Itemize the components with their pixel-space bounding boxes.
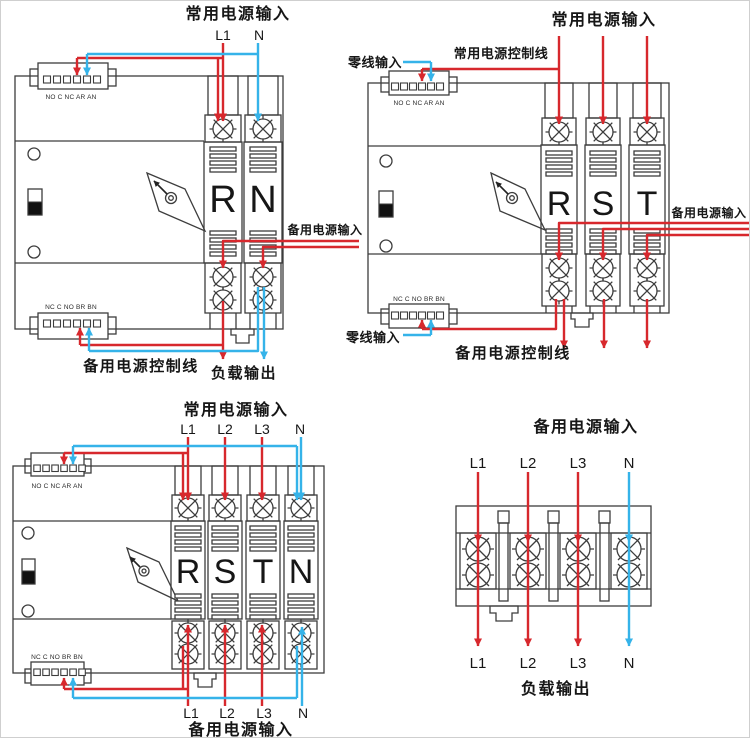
- neutral-wires: [69, 437, 306, 706]
- bottom-connector-pin-labels: NC C NO BR BN: [393, 296, 445, 303]
- wire-label-l3: L3: [254, 421, 270, 437]
- title-backup-power-input: 备用电源输入: [187, 720, 293, 737]
- input-label-l2: L2: [520, 455, 537, 472]
- pole-module-r: R: [540, 82, 578, 307]
- bottom-control-connector: [29, 312, 117, 340]
- backup-label-l3: L3: [256, 705, 272, 721]
- label-backup-power-input: 备用电源输入: [286, 222, 362, 237]
- wire-label-l2: L2: [217, 421, 233, 437]
- input-label-l3: L3: [570, 455, 587, 472]
- top-connector-pin-labels: NO C NC AR AN: [32, 483, 83, 490]
- pole-letter-s: S: [214, 553, 237, 591]
- top-control-connector: [29, 62, 117, 90]
- bottom-connector-pin-labels: NC C NO BR BN: [31, 654, 83, 661]
- title-backup-power-input: 备用电源输入: [532, 417, 638, 436]
- pole-module-r: R: [170, 465, 206, 670]
- toggle-indicator: [378, 190, 394, 218]
- label-load-output: 负载输出: [211, 364, 277, 382]
- label-neutral-input-top: 零线输入: [347, 55, 402, 70]
- label-backup-power-input: 备用电源输入: [670, 205, 746, 220]
- label-load-output: 负载输出: [521, 679, 591, 698]
- pole-letter-t: T: [253, 553, 274, 591]
- output-label-l3: L3: [570, 655, 587, 672]
- title-normal-power-input: 常用电源输入: [551, 10, 656, 29]
- diagram-2pole-ats: 常用电源输入 L1 N NO C NC AR AN R: [14, 4, 362, 382]
- din-rail-clip: [489, 605, 519, 622]
- pole-module-n: N: [243, 75, 283, 315]
- pole-letter-n: N: [249, 179, 276, 221]
- toggle-indicator: [21, 558, 36, 585]
- pole-letter-n: N: [289, 553, 314, 591]
- device-body: [12, 465, 325, 688]
- top-connector-pin-labels: NO C NC AR AN: [46, 94, 97, 101]
- title-normal-power-input: 常用电源输入: [185, 4, 290, 23]
- device-body: [14, 75, 284, 344]
- diagram-3pole-ats: 常用电源输入 零线输入 常用电源控制线 NO C NC AR AN: [345, 10, 749, 362]
- label-normal-control-line: 常用电源控制线: [454, 46, 549, 61]
- bottom-control-connector: [24, 661, 92, 686]
- wire-backup-input-t: [643, 233, 749, 261]
- label-backup-control-line: 备用电源控制线: [82, 357, 199, 375]
- wire-neutral-control: [89, 287, 260, 353]
- bottom-connector-pin-labels: NC C NO BR BN: [45, 304, 97, 311]
- switch-handle-icon: [490, 171, 547, 232]
- top-connector-pin-labels: NO C NC AR AN: [394, 100, 445, 107]
- wire-backup-input-r: [555, 221, 749, 261]
- backup-label-n: N: [298, 705, 308, 721]
- input-label-l1: L1: [470, 455, 487, 472]
- label-neutral-input-bottom: 零线输入: [345, 330, 400, 345]
- toggle-indicator: [27, 188, 43, 216]
- diagram-backup-terminal-block: 备用电源输入 L1 L2 L3 N L1 L2 L3 N 负载输出: [455, 417, 652, 698]
- neutral-wires: [83, 43, 268, 360]
- din-rail-clip: [230, 328, 255, 344]
- title-normal-power-input: 常用电源输入: [183, 400, 288, 419]
- pole-letter-r: R: [547, 185, 572, 223]
- din-rail-clip: [570, 312, 594, 328]
- wire-label-l1: L1: [215, 27, 231, 43]
- output-label-n: N: [624, 655, 635, 672]
- pole-letter-s: S: [592, 185, 615, 223]
- wire-backup-input-s: [599, 227, 749, 261]
- pole-letter-r: R: [209, 179, 236, 221]
- pole-letter-r: R: [176, 553, 201, 591]
- wire-backup-input-r: [219, 239, 359, 269]
- wire-backup-control: [422, 299, 558, 331]
- live-wires: [474, 472, 582, 647]
- diagram-4pole-ats: 常用电源输入 L1 L2 L3 N NO C NC AR AN: [12, 400, 325, 737]
- backup-label-l2: L2: [219, 705, 235, 721]
- live-wires: [418, 36, 749, 349]
- device-body: [367, 82, 670, 328]
- live-wires: [60, 437, 266, 706]
- output-label-l1: L1: [470, 655, 487, 672]
- wire-label-n: N: [254, 27, 264, 43]
- label-backup-control-line: 备用电源控制线: [454, 344, 571, 362]
- switch-handle-icon: [145, 171, 207, 233]
- terminal-block-body: [455, 505, 652, 622]
- top-control-connector: [380, 70, 458, 96]
- backup-label-l1: L1: [183, 705, 199, 721]
- pole-module-t: T: [245, 465, 281, 670]
- pole-letter-t: T: [637, 185, 658, 223]
- bottom-control-connector: [380, 303, 458, 329]
- wire-label-l1: L1: [180, 421, 196, 437]
- input-label-n: N: [624, 455, 635, 472]
- wire-backup-input-n: [259, 245, 359, 269]
- output-label-l2: L2: [520, 655, 537, 672]
- wire-label-n: N: [295, 421, 305, 437]
- din-rail-clip: [193, 672, 217, 688]
- top-control-connector: [24, 452, 92, 477]
- live-wires: [73, 43, 359, 360]
- neutral-wires: [403, 60, 435, 337]
